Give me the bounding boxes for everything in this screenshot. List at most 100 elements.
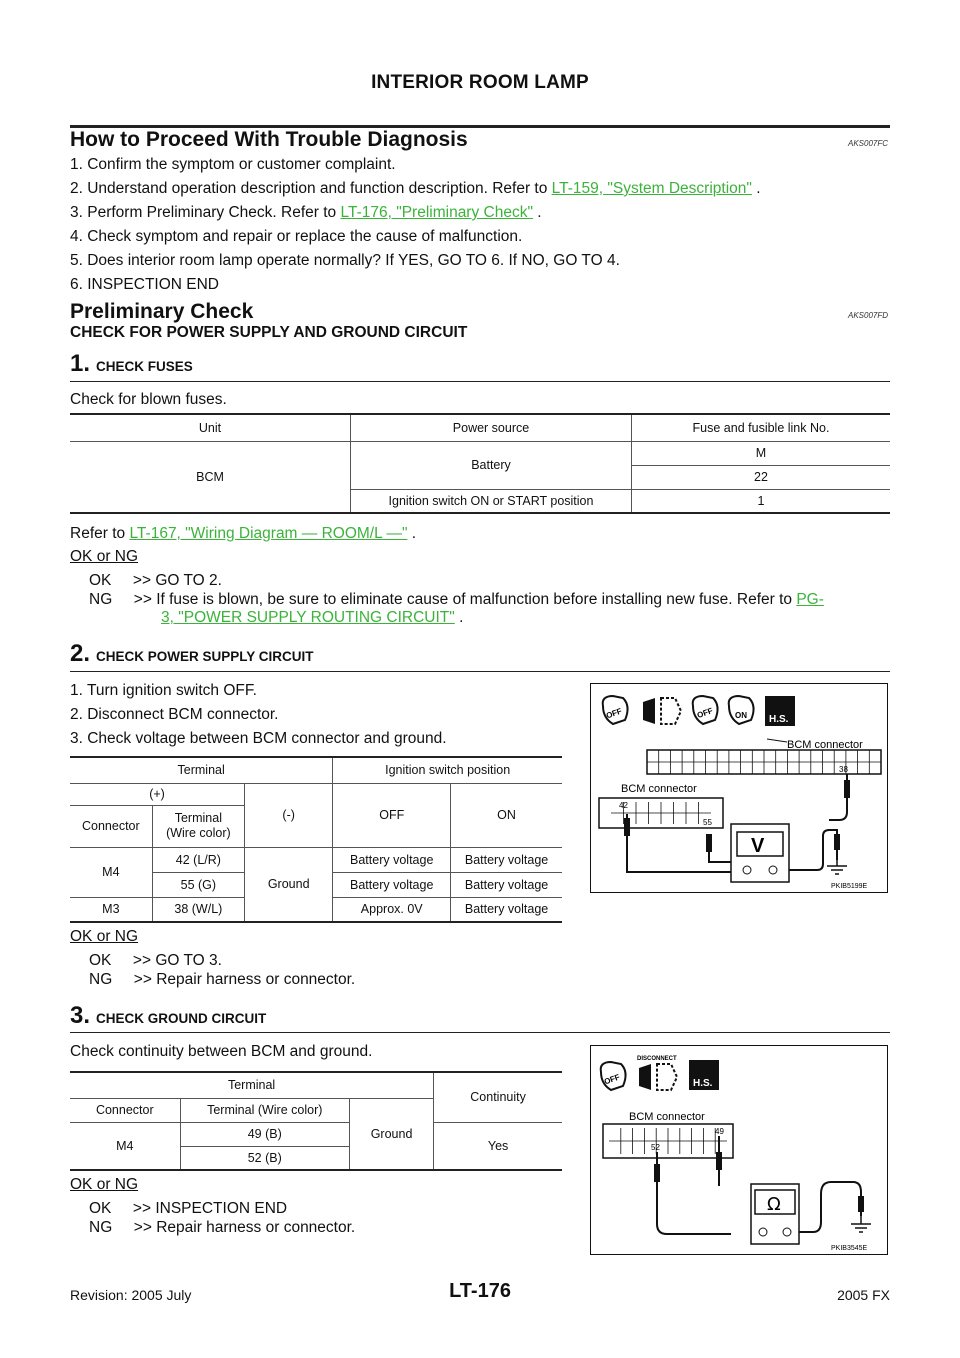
voltage-cell-38-off: Approx. 0V bbox=[332, 897, 451, 923]
proceed-step-3: 3. Perform Preliminary Check. Refer to L… bbox=[70, 204, 542, 221]
svg-text:H.S.: H.S. bbox=[693, 1078, 713, 1089]
link-system-description[interactable]: LT-159, "System Description" bbox=[551, 180, 752, 197]
step-3-ok: OK >> INSPECTION END bbox=[89, 1200, 288, 1217]
ignition-off-icon-2: OFF bbox=[691, 694, 719, 726]
step-1-heading: 1.CHECK FUSES bbox=[70, 350, 193, 377]
continuity-cell-yes: Yes bbox=[433, 1122, 562, 1171]
bcm-connector bbox=[602, 1123, 734, 1159]
voltage-cell-38: 38 (W/L) bbox=[151, 897, 245, 923]
connector-disconnect-icon bbox=[643, 697, 683, 725]
voltage-table: Terminal Ignition switch position (+) (-… bbox=[70, 756, 562, 923]
continuity-cell-49: 49 (B) bbox=[179, 1122, 350, 1147]
figure-2-id: PKIB3545E bbox=[831, 1245, 868, 1252]
proceed-code: AKS007FC bbox=[848, 139, 889, 148]
pin-55: 55 bbox=[703, 818, 712, 827]
ignition-off-icon: OFF bbox=[599, 1060, 627, 1092]
voltage-cell-ground: Ground bbox=[244, 847, 333, 923]
figure-ground-circuit: OFF DISCONNECT H.S. BCM connector 49 52 … bbox=[590, 1045, 888, 1255]
continuity-header-continuity: Continuity bbox=[433, 1072, 562, 1123]
footer-page-number: LT-176 bbox=[449, 1280, 511, 1302]
ground-symbol bbox=[851, 1216, 871, 1233]
proceed-step-4: 4. Check symptom and repair or replace t… bbox=[70, 228, 523, 245]
voltage-header-plus: (+) bbox=[70, 783, 245, 806]
voltage-cell-42-off: Battery voltage bbox=[332, 847, 451, 873]
step-1-ng: NG >> If fuse is blown, be sure to elimi… bbox=[89, 591, 824, 608]
ignition-on-icon: ON bbox=[727, 694, 755, 726]
header-rule bbox=[70, 125, 890, 128]
disconnect-label: DISCONNECT bbox=[637, 1056, 677, 1062]
svg-text:OFF: OFF bbox=[696, 706, 714, 720]
step-2-heading: 2.CHECK POWER SUPPLY CIRCUIT bbox=[70, 640, 314, 667]
bcm-connector-label-2: BCM connector bbox=[621, 783, 697, 795]
link-wiring-diagram[interactable]: LT-167, "Wiring Diagram — ROOM/L —" bbox=[129, 525, 408, 542]
link-power-routing[interactable]: 3, "POWER SUPPLY ROUTING CIRCUIT" bbox=[161, 609, 455, 626]
step-1-ok: OK >> GO TO 2. bbox=[89, 572, 222, 589]
figure-1-id: PKIB5199E bbox=[831, 883, 868, 890]
continuity-header-connector: Connector bbox=[70, 1098, 181, 1123]
voltmeter-v: V bbox=[751, 835, 765, 857]
proceed-step-2: 2. Understand operation description and … bbox=[70, 180, 761, 197]
pin-42: 42 bbox=[619, 801, 628, 810]
proceed-step-1: 1. Confirm the symptom or customer compl… bbox=[70, 156, 396, 173]
voltage-cell-42-on: Battery voltage bbox=[450, 847, 562, 873]
step-2-ng: NG >> Repair harness or connector. bbox=[89, 971, 356, 988]
page-header-title: INTERIOR ROOM LAMP bbox=[371, 72, 589, 93]
step-1-okng: OK or NG bbox=[70, 548, 139, 565]
step-2-item-3: 3. Check voltage between BCM connector a… bbox=[70, 730, 447, 747]
ohmmeter-omega: Ω bbox=[767, 1194, 781, 1215]
fuse-header-power: Power source bbox=[350, 414, 632, 442]
voltage-cell-42: 42 (L/R) bbox=[151, 847, 245, 873]
pin-49: 49 bbox=[715, 1127, 724, 1136]
fuse-header-fuse: Fuse and fusible link No. bbox=[631, 414, 890, 442]
step-3-text: Check continuity between BCM and ground. bbox=[70, 1043, 373, 1060]
figure-ground-circuit-diagram: OFF DISCONNECT H.S. BCM connector 49 52 … bbox=[599, 1056, 871, 1252]
bcm-connector-label-1: BCM connector bbox=[787, 739, 863, 751]
step-1-rule bbox=[70, 381, 890, 382]
proceed-step-6: 6. INSPECTION END bbox=[70, 276, 219, 293]
voltage-header-on: ON bbox=[450, 783, 562, 848]
voltage-cell-55-off: Battery voltage bbox=[332, 872, 451, 898]
ignition-off-icon: OFF bbox=[601, 694, 629, 726]
step-1-text: Check for blown fuses. bbox=[70, 391, 227, 408]
connector-disconnect-icon bbox=[639, 1063, 679, 1091]
step-3-okng: OK or NG bbox=[70, 1176, 139, 1193]
figure-power-supply-diagram: OFF OFF ON H.S. BCM connector bbox=[598, 694, 882, 890]
svg-text:ON: ON bbox=[735, 711, 747, 720]
pin-38: 38 bbox=[839, 765, 848, 774]
prelim-heading: Preliminary Check bbox=[70, 300, 254, 323]
footer-model: 2005 FX bbox=[837, 1287, 890, 1303]
continuity-cell-ground: Ground bbox=[348, 1098, 434, 1171]
prelim-subheading: CHECK FOR POWER SUPPLY AND GROUND CIRCUI… bbox=[70, 324, 468, 341]
bcm-connector-label: BCM connector bbox=[629, 1111, 705, 1123]
fuse-cell-m: M bbox=[631, 441, 890, 466]
voltage-cell-55-on: Battery voltage bbox=[450, 872, 562, 898]
fuse-header-unit: Unit bbox=[70, 414, 351, 442]
harness-side-icon: H.S. bbox=[765, 696, 795, 726]
pin-52: 52 bbox=[651, 1143, 660, 1152]
fuse-cell-battery: Battery bbox=[350, 441, 632, 490]
bcm-connector-small bbox=[598, 797, 724, 829]
step-1-refer: Refer to LT-167, "Wiring Diagram — ROOM/… bbox=[70, 525, 417, 542]
voltage-header-ignition: Ignition switch position bbox=[332, 757, 562, 784]
link-pg3[interactable]: PG- bbox=[796, 591, 824, 608]
continuity-header-terminal: Terminal bbox=[70, 1072, 434, 1099]
voltmeter bbox=[730, 823, 790, 883]
step-2-rule bbox=[70, 671, 890, 672]
fuse-cell-1: 1 bbox=[631, 489, 890, 514]
continuity-table: Terminal Continuity Connector Terminal (… bbox=[70, 1071, 562, 1171]
voltage-header-connector: Connector bbox=[70, 805, 153, 848]
step-2-ok: OK >> GO TO 3. bbox=[89, 952, 222, 969]
voltage-cell-55: 55 (G) bbox=[151, 872, 245, 898]
step-2-item-2: 2. Disconnect BCM connector. bbox=[70, 706, 279, 723]
figure-power-supply: OFF OFF ON H.S. BCM connector bbox=[590, 683, 888, 893]
svg-text:H.S.: H.S. bbox=[769, 714, 789, 725]
proceed-heading: How to Proceed With Trouble Diagnosis bbox=[70, 128, 468, 151]
voltage-cell-m3: M3 bbox=[70, 897, 153, 923]
ohmmeter bbox=[750, 1183, 800, 1245]
step-3-rule bbox=[70, 1032, 890, 1033]
step-3-ng: NG >> Repair harness or connector. bbox=[89, 1219, 356, 1236]
continuity-header-termwire: Terminal (Wire color) bbox=[179, 1098, 350, 1123]
continuity-cell-m4: M4 bbox=[70, 1122, 181, 1171]
link-preliminary-check[interactable]: LT-176, "Preliminary Check" bbox=[340, 204, 533, 221]
